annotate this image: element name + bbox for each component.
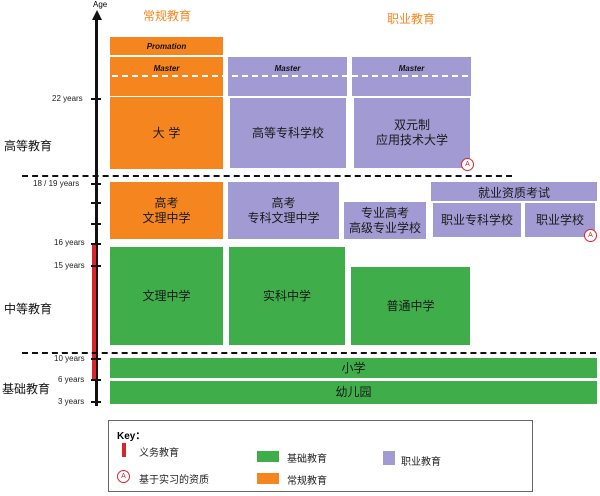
age-label-22: 22 years [52, 94, 83, 103]
university-box: 大 学 [110, 97, 223, 169]
general-middle-school-box: 普通中学 [351, 267, 470, 345]
legend-basic-swatch [257, 451, 279, 462]
gaokao-grammar-box: 高考 文理中学 [110, 182, 223, 239]
legend-compulsory-swatch [122, 443, 126, 457]
realschule-box: 实科中学 [229, 247, 345, 345]
tick-16 [91, 243, 101, 245]
primary-school-box: 小学 [110, 358, 597, 378]
legend-title: Key： [117, 431, 146, 442]
separator-basic [22, 352, 596, 354]
age-label-3: 3 years [58, 397, 85, 406]
age-axis-line [95, 18, 98, 406]
column-header-vocational: 职业教育 [387, 12, 436, 26]
promotion-box: Promation [110, 37, 223, 55]
age-label-6: 6 years [58, 375, 85, 384]
tick-18 [91, 183, 101, 185]
age-axis-label: Age [93, 0, 108, 9]
separator-higher [22, 175, 512, 177]
level-label-secondary: 中等教育 [4, 302, 53, 316]
legend-marker-icon: A [117, 470, 130, 483]
gaokao-grammar-line2: 文理中学 [142, 210, 191, 225]
grammar-school-box: 文理中学 [110, 247, 223, 345]
tick-3 [91, 401, 101, 403]
level-label-higher: 高等教育 [4, 139, 53, 153]
tick-a [91, 202, 101, 204]
tick-22 [91, 98, 101, 100]
vocational-gaokao-line2: 高级专业学校 [348, 220, 421, 235]
gaokao-grammar-line1: 高考 [154, 195, 179, 210]
employment-exam-label: 就业资质考试 [477, 186, 550, 200]
vocational-college-box: 职业专科学校 [431, 201, 523, 239]
legend-vocational-swatch [383, 451, 395, 465]
age-label-16: 16 years [54, 238, 85, 247]
legend-vocational-label: 职业教育 [401, 457, 441, 468]
vocational-gaokao-line1: 专业高考 [360, 205, 409, 220]
higher-vocational-school-box: 高等专科学校 [228, 96, 348, 170]
compulsory-education-bar [92, 243, 96, 381]
tick-10 [91, 358, 101, 360]
internship-marker-1: A [461, 158, 474, 171]
legend-basic-label: 基础教育 [287, 454, 327, 465]
level-label-basic: 基础教育 [2, 382, 51, 396]
axis-arrow-head [92, 10, 102, 20]
age-label-10: 10 years [54, 354, 85, 363]
gaokao-technical-line2: 专科文理中学 [247, 210, 320, 225]
legend-regular-label: 常规教育 [287, 476, 327, 487]
tick-15 [91, 265, 101, 267]
age-label-18: 18 / 19 years [33, 179, 80, 188]
dual-system-university-box: 双元制 应用技术大学 [352, 96, 472, 170]
age-label-15: 15 years [54, 261, 85, 270]
legend-internship-label: 基于实习的资质 [139, 475, 209, 486]
dual-system-line1: 双元制 [393, 118, 430, 132]
tick-b [91, 223, 101, 225]
master-dashed-line [112, 75, 468, 77]
legend-regular-swatch [257, 473, 279, 484]
legend-compulsory-label: 义务教育 [139, 448, 179, 459]
internship-marker-2: A [584, 229, 597, 242]
legend: Key： 义务教育 A 基于实习的资质 基础教育 常规教育 职业教育 [108, 420, 533, 492]
tick-6 [91, 379, 101, 381]
dual-system-line2: 应用技术大学 [375, 133, 448, 147]
column-header-regular: 常规教育 [143, 9, 192, 23]
kindergarten-box: 幼儿园 [110, 381, 597, 404]
gaokao-technical-line1: 高考 [271, 195, 296, 210]
vocational-gaokao-box: 专业高考 高级专业学校 [344, 202, 426, 239]
gaokao-technical-grammar-box: 高考 专科文理中学 [228, 182, 339, 239]
